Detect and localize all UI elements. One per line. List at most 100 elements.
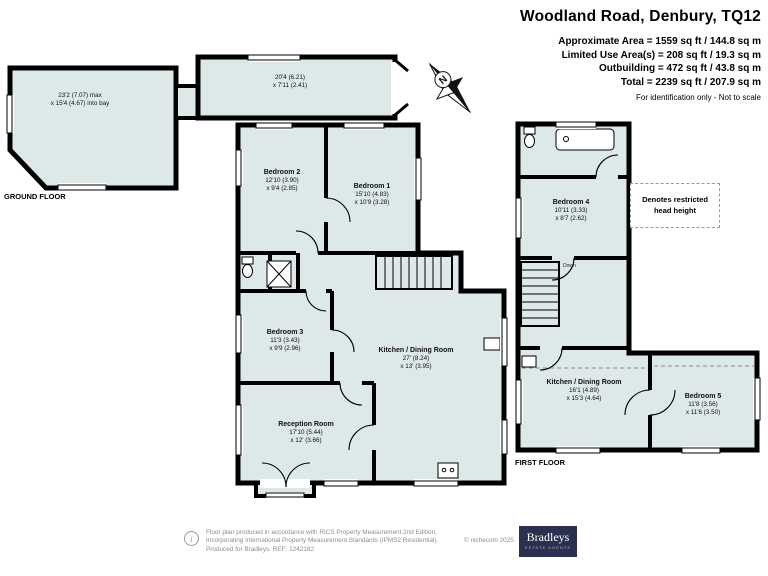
room-dims: 12'10 (3.90) (265, 177, 299, 185)
room-dims: x 9'4 (2.85) (266, 185, 298, 193)
window-icon (500, 419, 509, 455)
window-icon (514, 379, 523, 425)
stairs-icon (375, 255, 453, 290)
footer-line-2: Incorporating International Property Mea… (206, 537, 439, 545)
brand-tagline: ESTATE AGENTS (524, 546, 572, 550)
room-label-kitchen-dining-first: Kitchen / Dining Room 16'1 (4.89) x 15'3… (529, 378, 639, 403)
copyright-notice: © nichecom 2025. (464, 537, 516, 544)
oven-icon (437, 462, 459, 479)
toilet-icon (241, 256, 254, 278)
room-name: Reception Room (278, 421, 334, 428)
ground-floor-outbuilding (6, 53, 409, 192)
room-dims: x 11'6 (3.50) (685, 409, 721, 417)
room-dims: 15'10 (4.83) (355, 191, 389, 199)
first-floor-label: FIRST FLOOR (515, 458, 565, 467)
room-label-outbuilding: 23'2 (7.07) max x 15'4 (4.67) into bay (25, 92, 135, 108)
window-icon (323, 479, 359, 488)
sink-icon (521, 355, 537, 368)
window-icon (247, 53, 301, 62)
window-icon (555, 446, 601, 455)
shower-icon (266, 260, 292, 288)
door-icon (331, 329, 355, 353)
ground-floor-label: GROUND FLOOR (4, 192, 66, 201)
room-dims: x 13' (3.95) (400, 363, 432, 371)
room-dims: x 12' (3.66) (290, 437, 322, 445)
window-icon (414, 157, 423, 201)
bathtub-icon (555, 128, 615, 151)
room-dims: 27' (8.24) (402, 355, 430, 363)
room-dims: 16'1 (4.89) (569, 387, 599, 395)
room-name: Bedroom 2 (263, 169, 301, 176)
window-icon (57, 183, 107, 192)
window-icon (255, 121, 293, 130)
porch-opening-icon (260, 479, 310, 488)
sink-icon (483, 337, 501, 351)
compass: N (418, 48, 482, 127)
room-dims: x 15'3 (4.64) (566, 395, 602, 403)
window-icon (500, 317, 509, 367)
room-dims: 10'11 (3.33) (554, 207, 588, 215)
room-dims: 23'2 (7.07) max (58, 92, 102, 99)
room-dims: x 15'4 (4.67) into bay (50, 100, 110, 108)
room-name: Bedroom 3 (266, 329, 304, 336)
opening-flare-icon (394, 58, 409, 117)
page-title: Woodland Road, Denbury, TQ12 (520, 8, 761, 25)
door-icon (339, 382, 363, 406)
door-icon (539, 347, 563, 371)
window-icon (413, 479, 459, 488)
room-dims: x 9'9 (2.96) (269, 345, 301, 353)
room-name: Bedroom 1 (353, 183, 391, 190)
window-icon (234, 149, 243, 187)
approximate-area: Approximate Area = 1559 sq ft / 144.8 sq… (558, 36, 761, 47)
interior-walls (518, 175, 652, 450)
restricted-head-height-legend: Denotes restricted head height (630, 183, 720, 228)
stairs-icon (520, 261, 560, 327)
toilet-icon (523, 126, 536, 148)
window-icon (265, 492, 305, 499)
door-icon (325, 197, 351, 223)
room-dims: 17'10 (5.44) (289, 429, 323, 437)
room-dims: x 10'9 (3.28) (354, 199, 390, 207)
door-icon (624, 389, 651, 416)
limited-use-area: Limited Use Area(s) = 208 sq ft / 19.3 s… (561, 49, 761, 61)
first-floor-plan (514, 120, 762, 455)
room-label-bedroom-3: Bedroom 3 11'3 (3.43) x 9'9 (2.96) (230, 328, 340, 353)
room-label-bedroom-5: Bedroom 5 11'8 (3.56) x 11'6 (3.50) (648, 392, 758, 417)
door-icon (595, 154, 619, 178)
identification-note: For identification only - Not to scale (636, 93, 761, 102)
room-dims: 11'3 (3.43) (270, 337, 300, 345)
room-name: Bedroom 4 (552, 199, 590, 206)
door-icon (649, 389, 676, 416)
window-icon (234, 404, 243, 456)
room-label-outbuilding-link: 20'4 (6.21) x 7'11 (2.41) (235, 74, 345, 90)
window-icon (6, 94, 14, 134)
legend-text: Denotes restricted head height (642, 195, 708, 215)
room-name: Bedroom 5 (684, 393, 722, 400)
room-label-reception: Reception Room 17'10 (5.44) x 12' (3.66) (251, 420, 361, 445)
room-dims: 20'4 (6.21) (275, 74, 305, 81)
opening-icon (391, 62, 400, 114)
total-area: Total = 2239 sq ft / 207.9 sq m (620, 76, 761, 88)
footer-line-3: Produced for Bradleys. REF: 1242182 (206, 545, 314, 553)
window-icon (753, 377, 762, 421)
room-dims: 11'8 (3.56) (688, 401, 718, 409)
area-summary: Approximate Area = 1559 sq ft / 144.8 sq… (520, 35, 761, 89)
room-dims: x 7'11 (2.41) (272, 82, 308, 90)
door-icon (285, 462, 311, 488)
header: Woodland Road, Denbury, TQ12 Approximate… (520, 8, 761, 102)
window-icon (343, 121, 385, 130)
room-dims: x 8'7 (2.62) (555, 215, 587, 223)
room-name: Kitchen / Dining Room (546, 379, 622, 386)
door-icon (305, 290, 327, 312)
room-label-bedroom-4: Bedroom 4 10'11 (3.33) x 8'7 (2.62) (516, 198, 626, 223)
room-name: Kitchen / Dining Room (378, 347, 454, 354)
outbuilding-room-outline (7, 65, 179, 191)
compass-icon: N (428, 63, 471, 113)
window-icon (514, 197, 523, 239)
window-icon (234, 314, 243, 354)
room-label-bedroom-2: Bedroom 2 12'10 (3.90) x 9'4 (2.85) (227, 168, 337, 193)
room-label-bedroom-1: Bedroom 1 15'10 (4.83) x 10'9 (3.28) (317, 182, 427, 207)
door-icon (295, 230, 319, 254)
